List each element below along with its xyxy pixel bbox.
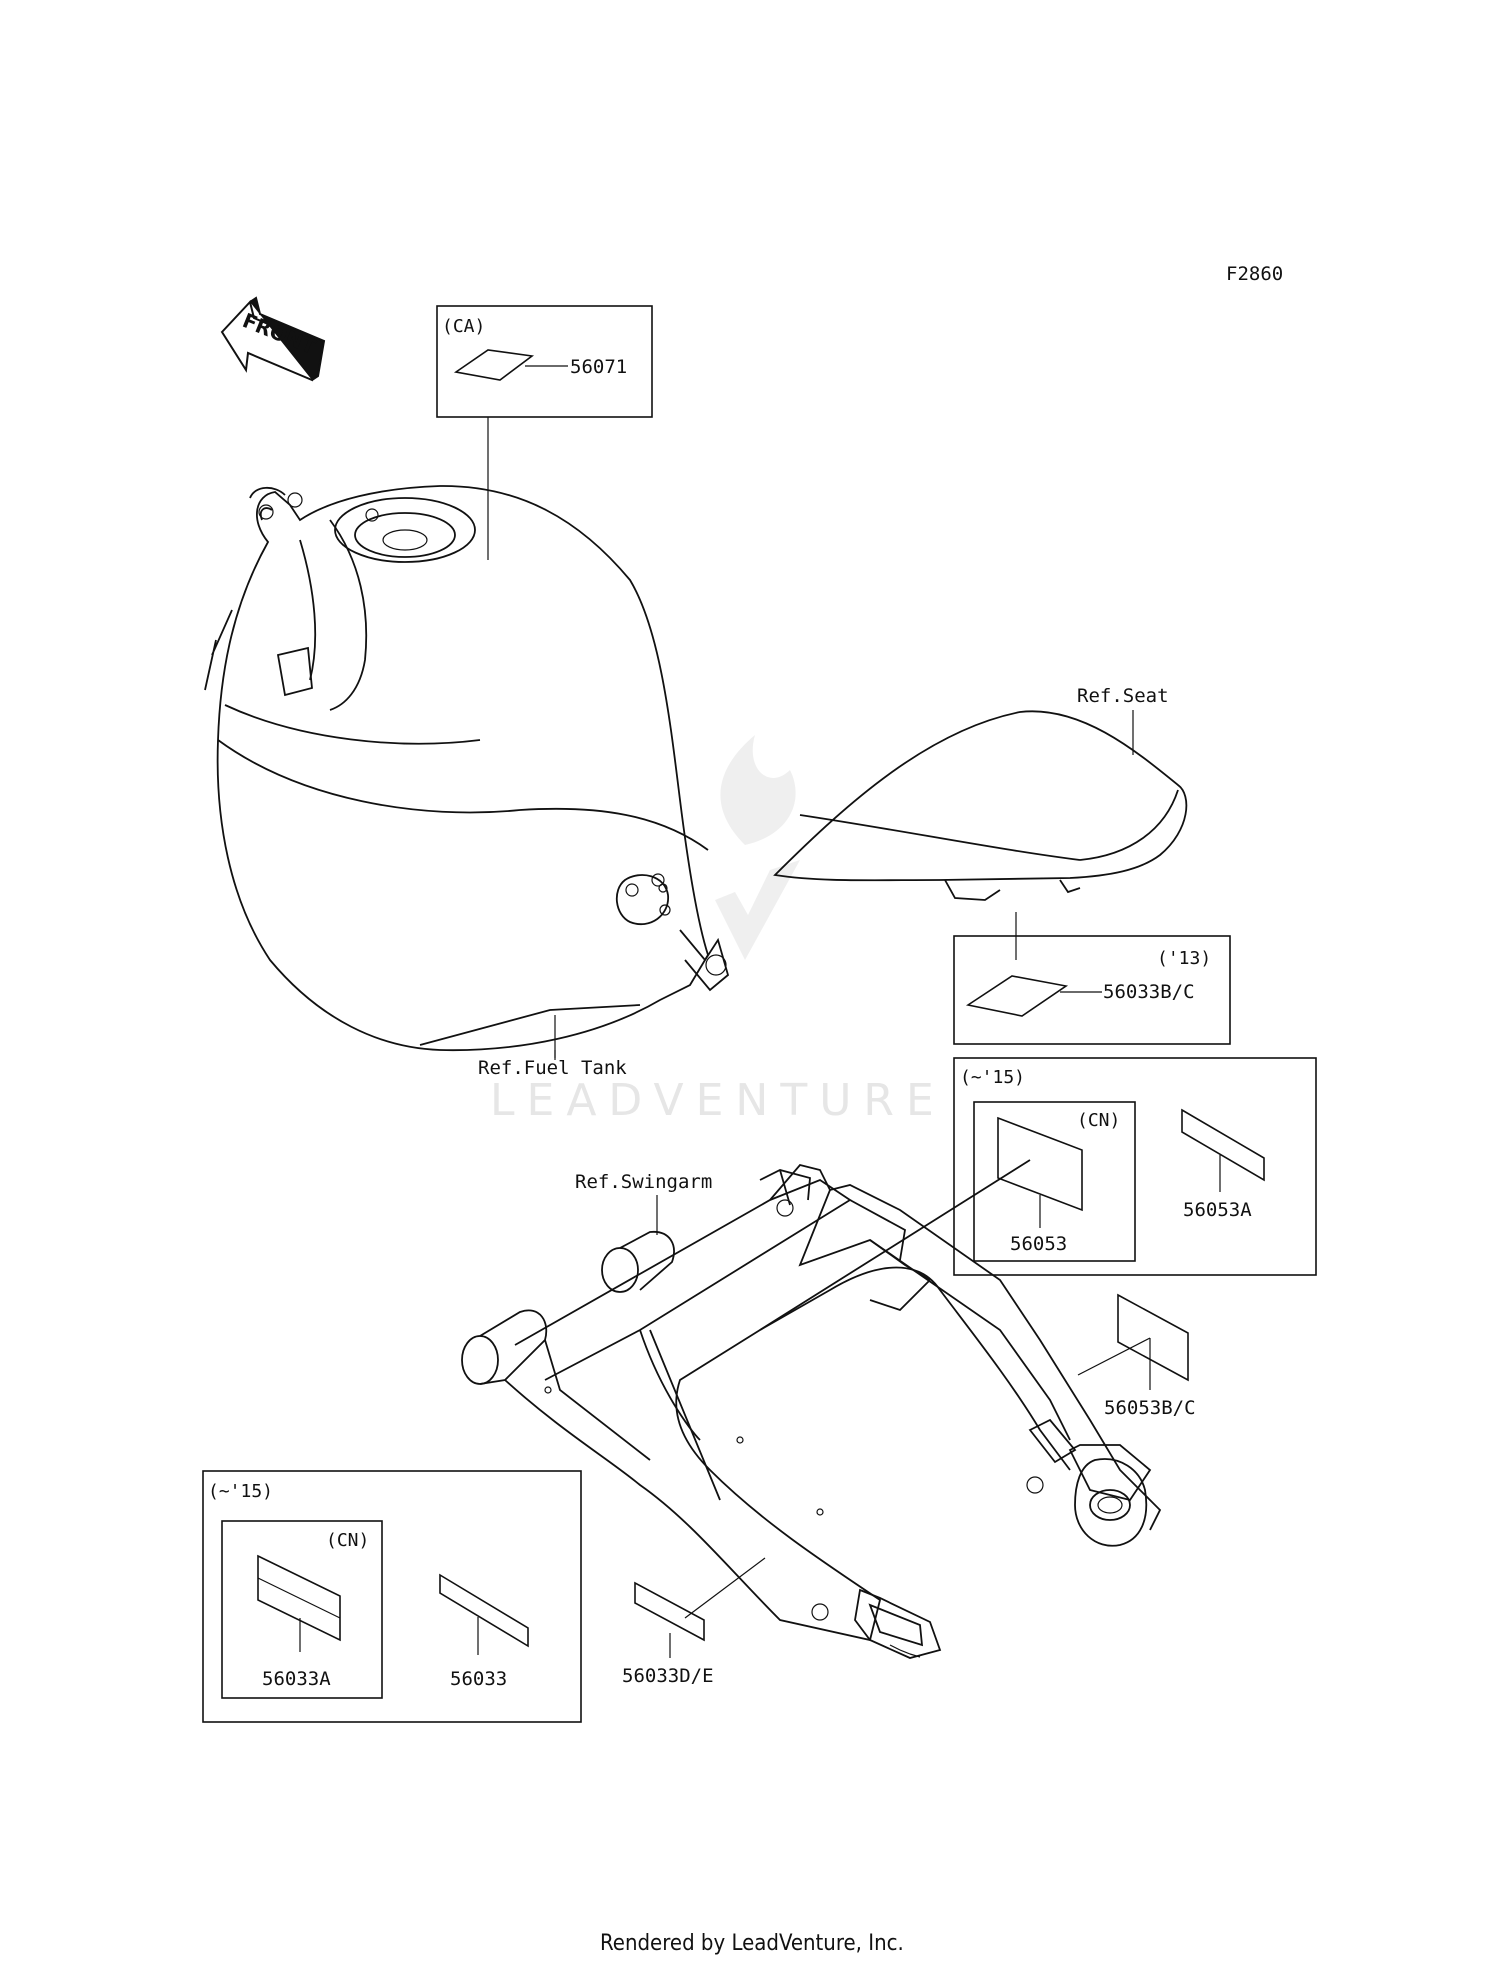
fuel-tank-drawing	[204, 485, 730, 1060]
part-56033de: 56033D/E	[622, 1665, 714, 1687]
decal-56033de	[634, 1581, 705, 1642]
box-y15-upper-tag: (~'15)	[960, 1067, 1025, 1088]
decal-56033de-group: 56033D/E	[622, 1557, 766, 1687]
box-y15-upper-cn-tag: (CN)	[1077, 1110, 1120, 1131]
decal-56053bc	[1117, 1293, 1189, 1382]
decal-56053	[997, 1116, 1083, 1212]
part-56033bc-seat: 56033B/C	[1103, 981, 1195, 1003]
decal-56053bc-group: 56053B/C	[1077, 1293, 1196, 1419]
part-56071: 56071	[570, 356, 627, 378]
ref-swingarm: Ref.Swingarm	[575, 1171, 712, 1193]
box-ca: (CA) 56071	[436, 305, 653, 560]
box-y13-tag: ('13)	[1157, 948, 1211, 969]
part-56053bc: 56053B/C	[1104, 1397, 1196, 1419]
front-arrow-icon: FRONT	[220, 296, 326, 382]
seat-drawing	[773, 710, 1188, 901]
box-y13: ('13) 56033B/C	[953, 912, 1231, 1045]
footer-credit: Rendered by LeadVenture, Inc.	[600, 1931, 904, 1956]
box-y15-lower: (~'15) (CN) 56033A 56033	[202, 1470, 582, 1723]
part-56053a: 56053A	[1183, 1199, 1252, 1221]
watermark-text: LEADVENTURE	[490, 1075, 946, 1126]
ref-seat: Ref.Seat	[1077, 685, 1169, 707]
decal-56053a	[1181, 1108, 1265, 1182]
box-y15-lower-tag: (~'15)	[208, 1481, 273, 1502]
part-56033: 56033	[450, 1668, 507, 1690]
ref-fuel-tank: Ref.Fuel Tank	[478, 1057, 627, 1079]
leadventure-watermark: LEADVENTURE	[490, 735, 946, 1126]
decal-56033bc-seat	[965, 975, 1069, 1017]
box-ca-tag: (CA)	[442, 316, 485, 337]
box-y15-lower-cn-tag: (CN)	[326, 1530, 369, 1551]
decal-56033	[439, 1573, 529, 1648]
box-y15-upper: (~'15) (CN) 56053 56053A	[953, 1057, 1317, 1276]
swingarm-drawing	[461, 1159, 1162, 1659]
part-56053: 56053	[1010, 1233, 1067, 1255]
part-56033a: 56033A	[262, 1668, 331, 1690]
decal-56071	[453, 349, 535, 381]
diagram-id: F2860	[1226, 263, 1283, 285]
